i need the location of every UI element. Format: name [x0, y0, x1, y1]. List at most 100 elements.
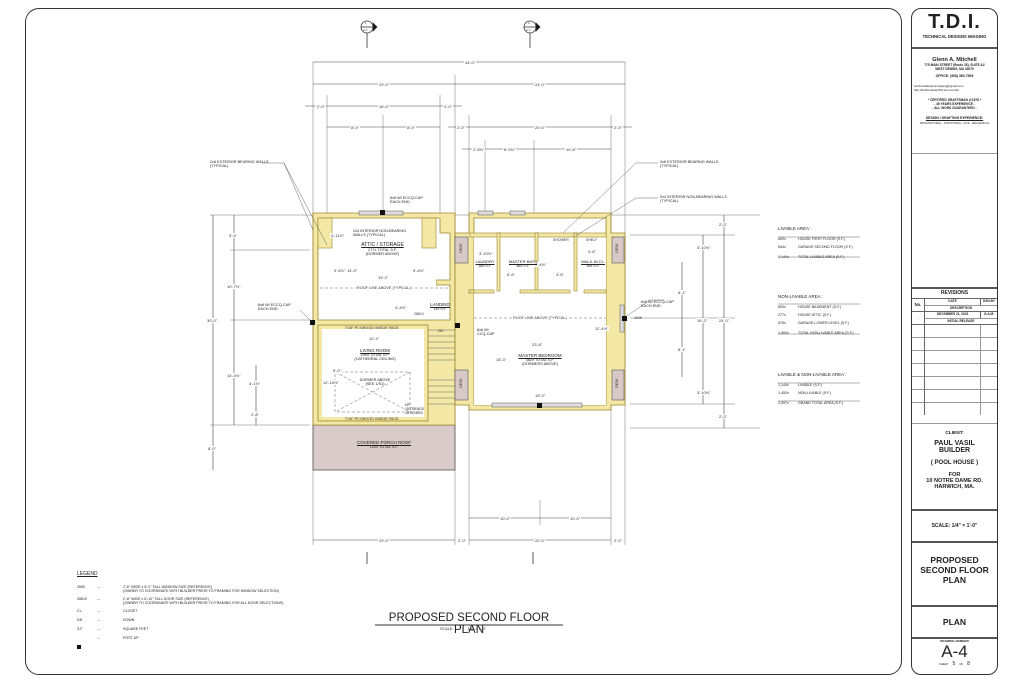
note-line: EACH END — [390, 200, 410, 204]
dim: 19'-2" — [377, 275, 390, 280]
dim: 14'-4½" — [226, 373, 242, 378]
dim: 6'-9⅞" — [503, 147, 517, 152]
room-area: 86± S.F. — [516, 264, 530, 268]
desk-label: DESK — [614, 378, 619, 388]
legend-dash: --- — [97, 609, 101, 613]
col-divider — [924, 325, 925, 415]
col-dsn: DSN.BY — [982, 299, 996, 303]
desk-label: DESK — [614, 243, 619, 253]
area-value: 1,453± — [778, 391, 789, 395]
dim: 8'-0" — [406, 125, 416, 130]
table-header: NON-LIVABLE AREA : — [778, 294, 823, 299]
dim: 2'-0" — [718, 414, 728, 419]
shelf-label: SHELF — [586, 238, 598, 242]
revisions-table: REVISIONS No. DATE DSN.BY DESCRIPTION - … — [912, 289, 997, 424]
area-value: 277± — [778, 313, 786, 317]
rev-group: DECEMBER 21, 2023 G.A.M. INITIAL RELEASE — [925, 312, 997, 324]
note-exterior-walls: 2x6 EXTERIOR BEARING WALLS (TYPICAL) — [210, 160, 269, 168]
area-value: 600± — [778, 237, 786, 241]
area-label: TOTAL LIVABLE AREA (S.F.) — [798, 255, 845, 259]
legend-item: CL.---CLOSET — [77, 609, 307, 618]
note-plywood-bottom: 7/16" PLYWOOD INSIDE FACE — [345, 417, 399, 421]
note-roof-line-left: ROOF LINE ABOVE (TYPICAL) — [357, 286, 411, 290]
title-block: T.D.I. TECHNICAL DESIGNS IMAGING Glenn A… — [911, 8, 998, 675]
section-marker-1-num: 1 — [365, 21, 367, 25]
legend-dash: --- — [97, 618, 101, 622]
col-date: DATE — [925, 299, 981, 305]
dim: 20'-0" — [378, 538, 391, 543]
dim: 3'-6" — [555, 272, 565, 277]
dim-right-width: 24'-0" — [534, 82, 547, 87]
room-note: (DORMER ABOVE) — [365, 252, 400, 256]
note-post-top: 6x6 W/ ECCQ-CAP EACH END — [390, 196, 423, 204]
dim: 2'-0" — [316, 104, 326, 109]
note-roof-line-right: ROOF LINE ABOVE (TYPICAL) — [513, 316, 567, 320]
note-line: 2x6 EXTERIOR BEARING WALLS — [660, 160, 719, 164]
sheet-number: 5 — [952, 661, 956, 667]
dim: 10'-4" — [368, 336, 381, 341]
room-name: LANDING — [429, 302, 450, 307]
dim: 16'-2" — [696, 318, 709, 323]
scale-box: SCALE: 1/4" = 1'-0" — [912, 511, 997, 543]
col-desc: DESCRIPTION — [950, 306, 972, 310]
dim: 9'-6⅞" — [333, 268, 347, 273]
table-row: 600±HOUSE FIRST FLOOR (S.F.) — [778, 237, 868, 241]
sheet-total: 8 — [967, 661, 970, 667]
desk-label: DESK — [458, 378, 463, 388]
window-tag: 2646 — [634, 316, 642, 320]
sheet-count: SHEET 5 OF 8 — [912, 661, 997, 667]
dim: 20'-0" — [534, 125, 547, 130]
scale-value: 1/4" = 1'-0" — [467, 627, 487, 631]
dim: 8'-0" — [207, 446, 217, 451]
legend-desc-line: (OWNER TO COORDINATE WITH BUILDER PRIOR … — [123, 601, 284, 605]
dim: 2'-5½" — [472, 147, 486, 152]
designer-name: Glenn A. Mitchell — [932, 57, 977, 63]
website-link[interactable]: http://draftsmaster001.wix.com/tdi — [914, 88, 959, 92]
dim: 11'-4½" — [594, 326, 610, 331]
note-line: 6x6 W/ ECCQ-CAP — [641, 300, 674, 304]
room-area: 120± TOTAL S.F. — [369, 445, 399, 449]
experience-list: - ARCHITECTURAL - STRUCTURAL - CIVIL - M… — [918, 122, 991, 125]
rev-no: - — [912, 312, 925, 324]
room-name: COVERED PORCH ROOF — [356, 440, 411, 445]
rev-desc: INITIAL RELEASE — [947, 319, 975, 323]
note-down: DN — [438, 329, 444, 333]
legend-item: 2650---2'-6" WIDE x 5'-0" TALL WINDOW SI… — [77, 585, 307, 597]
area-value: 1,144± — [778, 255, 789, 259]
room-walk-in-closet: WALK-IN CL. 48± S.F. — [578, 259, 608, 268]
office-phone: OFFICE: (508) 360-7506 — [935, 74, 974, 78]
dormer-note-line: (SEE 1/S1) — [365, 382, 385, 386]
room-area: 48± S.F. — [478, 264, 492, 268]
dim: 8'-1" — [677, 347, 687, 352]
section-marker-2-sheet: A-7 — [526, 28, 531, 32]
area-label: GARAGE LOWER LEVEL (S.F.) — [798, 321, 850, 325]
rev-dsn: G.A.M. — [983, 312, 995, 316]
dim: 3'-10½" — [696, 390, 712, 395]
room-area: 14± S.F. — [433, 307, 447, 311]
note-line: 16 RISERS — [405, 411, 423, 415]
area-label: TOTAL NON-LIVABLE AREA (S.F.) — [798, 331, 854, 335]
area-value: 2,597± — [778, 401, 789, 405]
dim: 2'-8" — [250, 412, 260, 417]
dim: 10'-8" — [565, 147, 578, 152]
for-label: FOR — [948, 472, 961, 478]
note-line: EACH END — [258, 307, 278, 311]
dim: 20'-0" — [534, 538, 547, 543]
table-row: 600±HOUSE BASEMENT (S.F.) — [778, 305, 868, 309]
dim: 10'-0" — [499, 516, 512, 521]
legend-desc: CLOSET — [123, 609, 138, 613]
room-living-room: LIVING ROOM 290± TOTAL S.F. (CATHEDRAL C… — [345, 348, 405, 361]
revision-empty-rows — [912, 325, 997, 415]
cert-line: - 45 YEARS EXPERIENCE - — [934, 102, 975, 106]
email-link[interactable]: technicaldesignsimaging@gmail.com — [914, 84, 964, 88]
sheet-title-line: PROPOSED — [930, 555, 979, 565]
scale-label: SCALE: — [440, 627, 454, 631]
note-line: 2x6 EXTERIOR BEARING WALLS — [210, 160, 269, 164]
client-name: BUILDER — [938, 447, 971, 454]
note-line: 6x6 W/ — [477, 328, 489, 332]
note-line: WALLS (TYPICAL) — [353, 233, 386, 237]
drawing-sheet-border — [25, 8, 902, 675]
door-tag: 28610 — [414, 312, 424, 316]
legend-key: 28610 — [77, 597, 87, 601]
